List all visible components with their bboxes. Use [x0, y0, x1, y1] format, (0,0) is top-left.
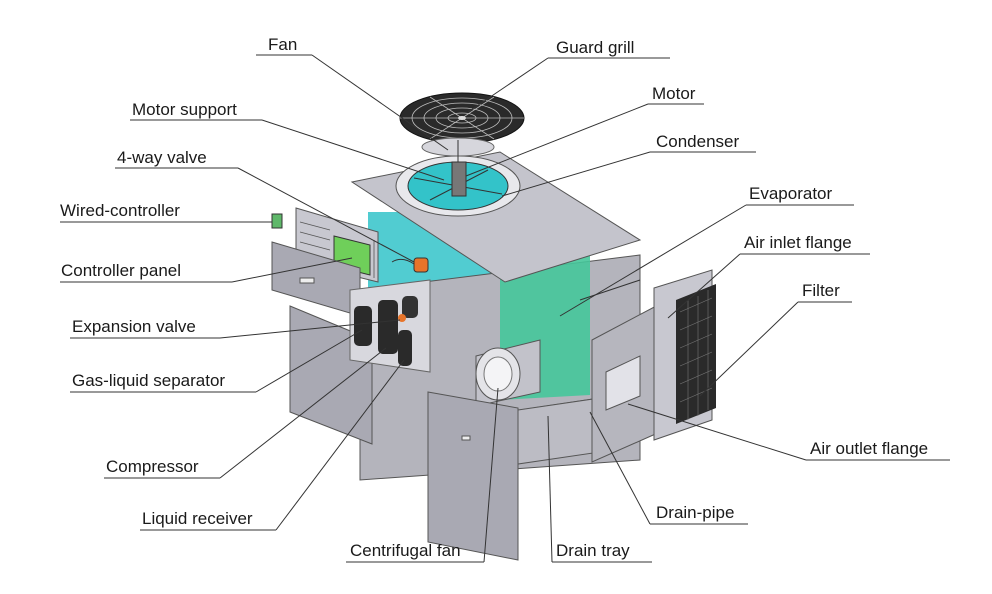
air-outlet-window	[605, 355, 641, 411]
filter-mesh	[679, 290, 713, 420]
label-air-outlet-flange: Air outlet flange	[810, 439, 928, 458]
compressor	[354, 306, 372, 346]
label-expansion-valve: Expansion valve	[72, 317, 196, 336]
motor-body	[451, 161, 467, 197]
compressor-group	[354, 296, 418, 366]
liquid-receiver	[398, 330, 412, 366]
compressor	[378, 300, 398, 354]
label-fan: Fan	[268, 35, 297, 54]
label-evaporator: Evaporator	[749, 184, 832, 203]
label-compressor: Compressor	[106, 457, 199, 476]
wired-controller-device	[271, 213, 283, 229]
label-centrifugal-fan: Centrifugal fan	[350, 541, 461, 560]
label-liquid-receiver: Liquid receiver	[142, 509, 253, 528]
front-middle-door	[427, 391, 519, 561]
inner-side-panel	[517, 397, 601, 465]
label-drain-pipe: Drain-pipe	[656, 503, 734, 522]
gas-liquid-separator	[402, 296, 418, 318]
label-wired-controller: Wired-controller	[60, 201, 180, 220]
filter-frame	[676, 284, 716, 424]
label-motor-support: Motor support	[132, 100, 237, 119]
unit-illustration	[271, 92, 716, 561]
label-air-inlet-flange: Air inlet flange	[744, 233, 852, 252]
expansion-valve-body	[398, 314, 406, 322]
label-condenser: Condenser	[656, 132, 740, 151]
label-filter: Filter	[802, 281, 840, 300]
label-motor: Motor	[652, 84, 696, 103]
label-drain-tray: Drain tray	[556, 541, 630, 560]
label-gas-liquid-separator: Gas-liquid separator	[72, 371, 225, 390]
leader-lines	[60, 54, 950, 563]
centrifugal-fan-unit	[475, 339, 541, 407]
label-guard-grill: Guard grill	[556, 38, 634, 57]
labels: Fan Guard grill Motor support Motor 4-wa…	[60, 35, 928, 560]
controller-slots	[299, 221, 375, 278]
four-way-valve-body	[413, 257, 429, 273]
label-controller-panel: Controller panel	[61, 261, 181, 280]
label-four-way-valve: 4-way valve	[117, 148, 207, 167]
